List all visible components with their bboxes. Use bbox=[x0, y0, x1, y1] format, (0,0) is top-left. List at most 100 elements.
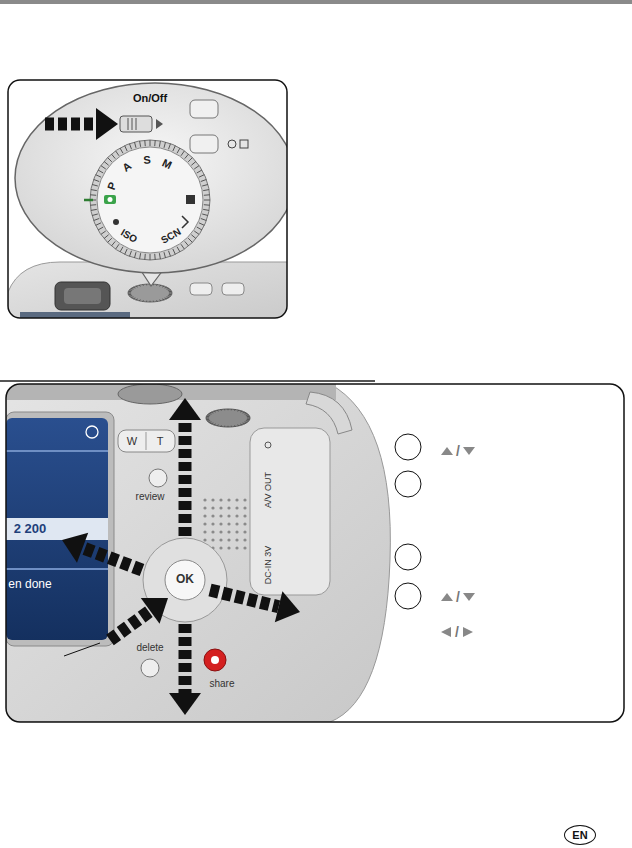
camera-top-view bbox=[101, 166, 106, 169]
camera-back-view bbox=[231, 409, 233, 410]
camera-back-view bbox=[219, 538, 222, 541]
camera-top-view bbox=[194, 231, 199, 234]
camera-top-view bbox=[173, 249, 176, 254]
button-label: delete bbox=[136, 642, 163, 654]
camera-back-view bbox=[211, 538, 214, 541]
camera-top-view bbox=[133, 297, 135, 299]
camera-top-view bbox=[197, 170, 202, 173]
camera-top-view bbox=[222, 283, 244, 295]
camera-back-view bbox=[211, 412, 213, 414]
camera-top-view bbox=[90, 204, 96, 206]
camera-top-view bbox=[15, 83, 287, 273]
camera-back-view bbox=[203, 522, 206, 525]
camera-top-view bbox=[140, 253, 141, 259]
camera-top-view bbox=[228, 140, 236, 148]
camera-top-view bbox=[201, 218, 207, 220]
camera-top-view bbox=[129, 144, 131, 150]
separator: / bbox=[456, 589, 460, 605]
camera-top-view bbox=[166, 288, 169, 290]
camera-top-view bbox=[160, 300, 162, 301]
camera-back-view bbox=[211, 498, 214, 501]
camera-top-view bbox=[131, 288, 134, 290]
camera-top-view bbox=[90, 140, 210, 260]
camera-top-view bbox=[128, 291, 131, 292]
camera-top-view bbox=[128, 293, 131, 294]
camera-top-view bbox=[108, 238, 112, 242]
camera-back-view bbox=[227, 530, 230, 533]
direction-arrows bbox=[169, 398, 201, 420]
camera-back-view bbox=[211, 514, 214, 517]
camera-back-view bbox=[246, 420, 249, 421]
camera-back-view bbox=[243, 538, 246, 541]
camera-back-view bbox=[235, 546, 238, 549]
camera-top-view bbox=[144, 140, 146, 146]
camera-back-view bbox=[219, 506, 222, 509]
camera-back-view bbox=[228, 409, 229, 410]
camera-top-view bbox=[197, 227, 202, 230]
camera-back-view bbox=[219, 522, 222, 525]
port-label: DC-IN 3V bbox=[263, 546, 273, 585]
camera-back-view bbox=[227, 498, 230, 501]
camera-top-view bbox=[204, 200, 210, 201]
callout-circles bbox=[395, 583, 421, 609]
camera-back-view bbox=[238, 425, 240, 426]
camera-back-view bbox=[214, 411, 216, 413]
camera-top-view bbox=[132, 118, 133, 130]
camera-top-view bbox=[98, 170, 103, 173]
direction-arrows bbox=[210, 590, 279, 607]
dial-mode: SCN bbox=[159, 226, 183, 247]
stripe-arrow bbox=[45, 118, 96, 131]
camera-back-view bbox=[141, 659, 159, 677]
direction-arrows bbox=[62, 398, 300, 715]
arrow-button-icons bbox=[441, 447, 475, 637]
camera-top-view bbox=[120, 247, 123, 252]
camera-top-view bbox=[111, 241, 115, 246]
camera-top-view bbox=[204, 194, 210, 196]
top-rule bbox=[0, 0, 632, 4]
camera-back-view bbox=[86, 426, 98, 438]
camera-top-view bbox=[64, 288, 101, 304]
camera-top-view bbox=[204, 204, 210, 206]
camera-back-view bbox=[224, 426, 226, 427]
arrow-button-icons bbox=[441, 447, 453, 455]
camera-back-view bbox=[235, 514, 238, 517]
camera-top-view bbox=[8, 80, 287, 318]
camera-top-view bbox=[142, 300, 143, 301]
camera-back-view bbox=[209, 413, 212, 415]
camera-back-view bbox=[6, 450, 108, 452]
arrow-button-icons bbox=[463, 447, 475, 455]
camera-back-view bbox=[203, 530, 206, 533]
camera-back-view bbox=[207, 420, 210, 421]
camera-back-view bbox=[203, 538, 206, 541]
camera-back-view bbox=[211, 530, 214, 533]
camera-top-view bbox=[165, 287, 167, 289]
camera-top-view bbox=[108, 197, 113, 202]
camera-top-view bbox=[129, 289, 132, 290]
camera-top-view bbox=[160, 285, 162, 286]
camera-top-view bbox=[199, 223, 204, 226]
camera-top-view bbox=[188, 158, 192, 162]
camera-top-view bbox=[136, 286, 138, 288]
camera-top-view bbox=[128, 284, 172, 302]
camera-top-view bbox=[182, 216, 188, 228]
camera-top-view bbox=[154, 140, 156, 146]
camera-back-view bbox=[235, 522, 238, 525]
camera-back-view bbox=[203, 506, 206, 509]
camera-back-view bbox=[149, 469, 167, 487]
camera-top-view bbox=[177, 148, 180, 153]
camera-top-view bbox=[128, 284, 172, 302]
camera-back-view bbox=[206, 418, 209, 419]
camera-top-view bbox=[136, 118, 137, 130]
camera-back-view bbox=[243, 514, 246, 517]
separator: / bbox=[455, 624, 459, 640]
camera-back-view bbox=[203, 498, 246, 549]
camera-top-view bbox=[120, 148, 123, 153]
camera-top-view bbox=[185, 154, 189, 159]
camera-top-view bbox=[154, 254, 156, 260]
camera-top-view bbox=[153, 301, 155, 302]
camera-back-view bbox=[220, 425, 221, 426]
dial-mode: A bbox=[120, 160, 134, 175]
camera-top-view bbox=[194, 166, 199, 169]
camera-back-view bbox=[227, 522, 230, 525]
